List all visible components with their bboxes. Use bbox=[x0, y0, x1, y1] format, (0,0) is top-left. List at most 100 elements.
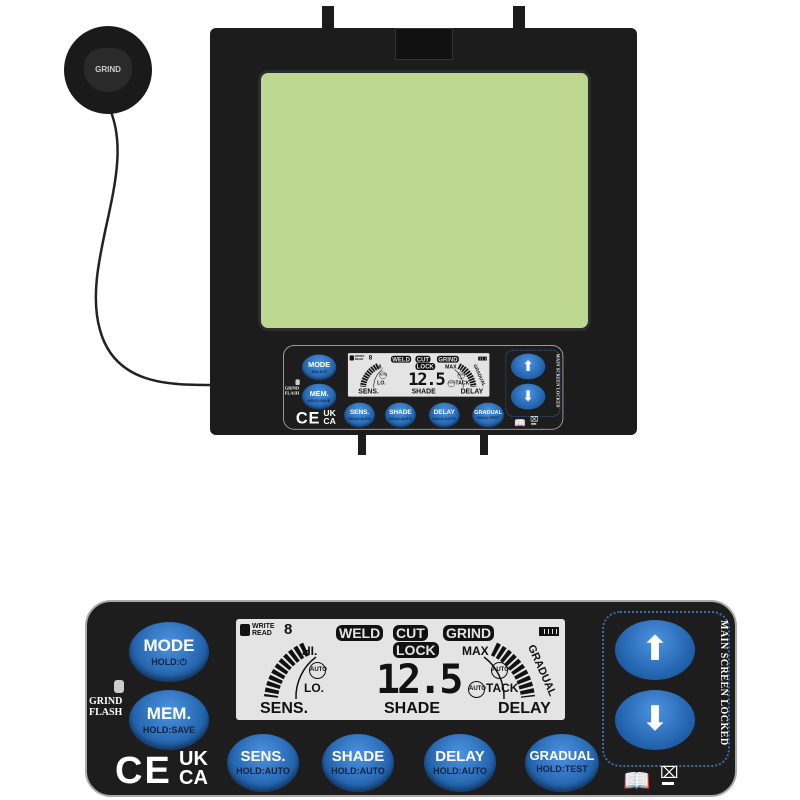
ukca-ca: CA bbox=[323, 416, 336, 427]
mem-hold-label: HOLD:SAVE bbox=[307, 398, 331, 404]
shade-hold: HOLD:AUTO bbox=[331, 766, 385, 776]
battery-icon bbox=[539, 627, 559, 636]
delay-button[interactable]: DELAY HOLD:AUTO bbox=[428, 402, 460, 428]
sens-label: SENS. bbox=[240, 748, 286, 765]
lcd-display: WRITE READ 8 WELD CUT GRIND LOCK HI. LO.… bbox=[236, 619, 565, 720]
arrow-up-button[interactable]: ⬆ bbox=[615, 620, 695, 680]
sd-card-icon bbox=[240, 624, 250, 636]
sens-button[interactable]: SENS. HOLD:AUTO bbox=[227, 734, 299, 792]
lcd-max: MAX bbox=[462, 644, 489, 658]
lcd-mode-grind: GRIND bbox=[436, 355, 459, 363]
ukca-mark: UK CA bbox=[179, 748, 208, 789]
mode-label: MODE bbox=[308, 360, 331, 369]
mode-button[interactable]: MODE HOLD:⏻ bbox=[129, 622, 209, 682]
mode-button[interactable]: MODE HOLD:⏻ bbox=[301, 354, 337, 381]
ukca-mark: UK CA bbox=[323, 409, 336, 427]
ce-mark: CE bbox=[295, 409, 321, 428]
lcd-shade-value: 12.5 bbox=[408, 369, 446, 390]
mode-hold-label: HOLD:⏻ bbox=[151, 657, 187, 667]
lcd-lo: LO. bbox=[377, 379, 386, 386]
gradual-label: GRADUAL bbox=[529, 748, 595, 763]
sd-card-icon bbox=[349, 355, 354, 361]
lcd-delay: DELAY bbox=[498, 700, 551, 717]
delay-label: DELAY bbox=[435, 748, 485, 765]
remote-cable bbox=[94, 104, 213, 387]
led-label-grind: GRIND bbox=[284, 386, 300, 392]
cartridge-control-panel: MODE HOLD:⏻ MEM. HOLD:SAVE GRIND FLASH C… bbox=[283, 345, 564, 430]
mem-label: MEM. bbox=[309, 389, 329, 398]
manual-book-icon: 📖 bbox=[623, 768, 651, 793]
lcd-max: MAX bbox=[445, 363, 457, 370]
ukca-ca: CA bbox=[179, 767, 208, 789]
lcd-hi: HI. bbox=[302, 644, 318, 658]
shade-label: SHADE bbox=[389, 408, 412, 416]
sens-button[interactable]: SENS. HOLD:AUTO bbox=[344, 402, 376, 428]
arrow-down-icon: ⬇ bbox=[640, 700, 670, 738]
gradual-label: GRADUAL bbox=[474, 408, 503, 416]
grind-flash-led bbox=[114, 680, 124, 693]
lcd-display: WRITE READ 8 WELD CUT GRIND LOCK HI. LO.… bbox=[347, 353, 490, 397]
main-screen-locked-label: MAIN SCREEN LOCKED bbox=[555, 353, 560, 408]
gradual-hold: HOLD:TEST bbox=[477, 415, 500, 420]
lcd-auto-delay: AUTO bbox=[491, 662, 509, 679]
lcd-mode-weld: WELD bbox=[336, 625, 384, 641]
lcd-auto-sens: AUTO bbox=[309, 662, 327, 679]
lcd-read: READ bbox=[354, 357, 364, 361]
arrow-up-button[interactable]: ⬆ bbox=[510, 353, 546, 380]
weee-bin-icon: ⌧ bbox=[530, 415, 539, 425]
lcd-read: READ bbox=[252, 630, 272, 637]
delay-label: DELAY bbox=[433, 408, 455, 416]
weee-bin-icon: ⌧ bbox=[660, 766, 678, 785]
lcd-auto-shade: AUTO bbox=[447, 379, 455, 388]
sens-hold: HOLD:AUTO bbox=[236, 766, 290, 776]
mount-tab bbox=[358, 425, 366, 455]
lcd-hi: HI. bbox=[376, 363, 383, 370]
lcd-bar-arcs bbox=[359, 363, 477, 388]
grind-remote-button[interactable]: GRIND bbox=[64, 26, 152, 114]
lcd-mode-weld: WELD bbox=[390, 355, 412, 363]
main-screen-locked-zone bbox=[602, 611, 730, 767]
gradual-hold: HOLD:TEST bbox=[536, 764, 588, 774]
shade-button[interactable]: SHADE HOLD:AUTO bbox=[322, 734, 394, 792]
lcd-tack: TACK bbox=[455, 379, 470, 386]
sens-label: SENS. bbox=[349, 408, 370, 416]
lcd-shade: SHADE bbox=[384, 700, 441, 717]
ce-mark: CE bbox=[115, 750, 172, 792]
mount-tab bbox=[480, 425, 488, 455]
mode-hold-label: HOLD:⏻ bbox=[311, 369, 327, 374]
lcd-sens: SENS. bbox=[260, 700, 309, 717]
gradual-button[interactable]: GRADUAL HOLD:TEST bbox=[472, 402, 505, 428]
lcd-bar-arcs bbox=[264, 642, 535, 700]
lcd-mode-grind: GRIND bbox=[443, 625, 495, 641]
lcd-mode-cut: CUT bbox=[415, 355, 431, 363]
control-panel: MODE HOLD:⏻ MEM. HOLD:SAVE GRIND FLASH C… bbox=[85, 600, 737, 797]
lcd-shade-value: 12.5 bbox=[376, 657, 463, 703]
arrow-down-button[interactable]: ⬇ bbox=[615, 690, 695, 750]
led-label-flash: FLASH bbox=[89, 707, 123, 718]
mem-button[interactable]: MEM. HOLD:SAVE bbox=[301, 383, 337, 410]
arrow-up-icon: ⬆ bbox=[521, 357, 535, 375]
lcd-lock: LOCK bbox=[415, 363, 436, 370]
lcd-lo: LO. bbox=[304, 681, 324, 695]
lcd-auto-shade: AUTO bbox=[468, 681, 486, 698]
lcd-write: WRITE bbox=[354, 354, 365, 358]
mem-label: MEM. bbox=[146, 704, 192, 723]
main-screen-locked-label: MAIN SCREEN LOCKED bbox=[718, 620, 729, 746]
lcd-delay: DELAY bbox=[460, 388, 484, 396]
mem-hold-label: HOLD:SAVE bbox=[142, 725, 196, 735]
delay-hold: HOLD:AUTO bbox=[433, 766, 487, 776]
led-label-flash: FLASH bbox=[284, 391, 300, 396]
lcd-mode-cut: CUT bbox=[393, 625, 428, 641]
mem-button[interactable]: MEM. HOLD:SAVE bbox=[129, 690, 209, 750]
delay-button[interactable]: DELAY HOLD:AUTO bbox=[424, 734, 496, 792]
shade-hold: HOLD:AUTO bbox=[388, 416, 412, 421]
ukca-uk: UK bbox=[179, 748, 208, 770]
arrow-down-button[interactable]: ⬇ bbox=[510, 383, 546, 410]
lcd-write: WRITE bbox=[252, 623, 275, 630]
viewing-lens bbox=[258, 70, 591, 331]
shade-button[interactable]: SHADE HOLD:AUTO bbox=[384, 402, 416, 428]
gradual-button[interactable]: GRADUAL HOLD:TEST bbox=[525, 734, 599, 792]
lcd-sens: SENS. bbox=[358, 388, 379, 396]
led-label-grind: GRIND bbox=[89, 696, 123, 707]
manual-book-icon: 📖 bbox=[514, 417, 527, 428]
